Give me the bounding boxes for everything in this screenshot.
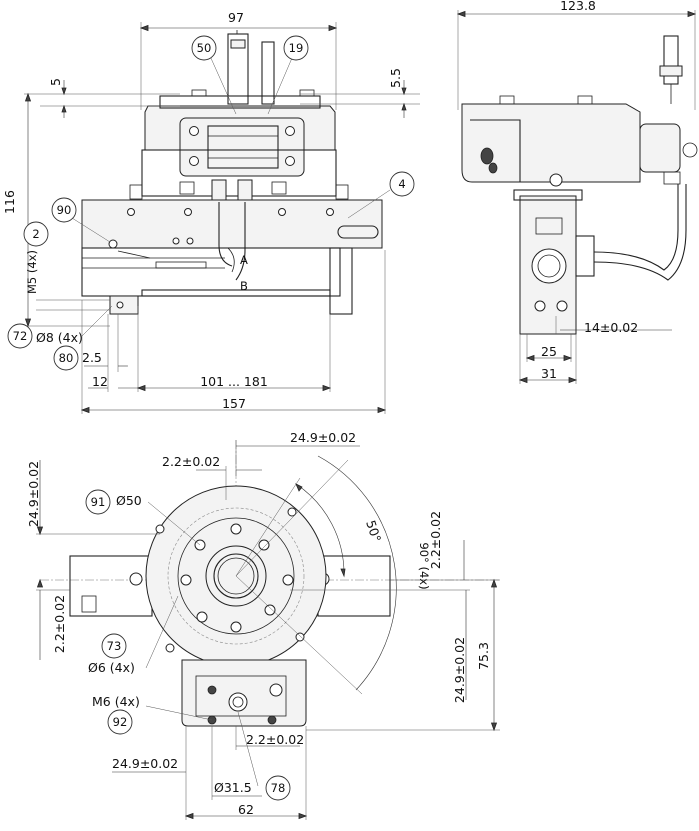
dim-75-3: 75.3: [476, 642, 491, 670]
callout-90: 90: [57, 203, 72, 217]
dim-97: 97: [228, 10, 244, 25]
dim-angle-90: 90° (4x): [417, 542, 431, 589]
dim-d6: Ø6 (4x): [88, 660, 135, 675]
dim-m5: M5 (4x): [25, 250, 39, 294]
dim-116: 116: [2, 190, 17, 214]
callout-19: 19: [289, 41, 304, 55]
dim-157: 157: [222, 396, 246, 411]
callout-78: 78: [271, 781, 286, 795]
dim-2-2-top: 2.2±0.02: [162, 454, 220, 469]
callout-50: 50: [197, 41, 212, 55]
front-view: [24, 22, 420, 414]
dim-31: 31: [541, 366, 557, 381]
callouts: 50 19 4 90 2 72 80 91 73 92 78: [7, 35, 415, 801]
dim-2-2-right: 2.2±0.02: [428, 511, 443, 569]
side-view: [456, 10, 698, 384]
label-a: A: [240, 253, 248, 267]
callout-72: 72: [13, 329, 28, 343]
callout-4: 4: [398, 177, 405, 191]
callout-80: 80: [59, 351, 74, 365]
label-b: B: [240, 279, 248, 293]
dim-m6: M6 (4x): [92, 694, 140, 709]
dim-d8: Ø8 (4x): [36, 330, 83, 345]
dim-24-9-right: 24.9±0.02: [452, 637, 467, 703]
callout-2: 2: [32, 227, 39, 241]
dim-14: 14±0.02: [584, 320, 638, 335]
dim-24-9-top: 24.9±0.02: [290, 430, 356, 445]
dim-25: 25: [541, 344, 557, 359]
callout-92: 92: [113, 715, 128, 729]
dim-24-9-left: 24.9±0.02: [26, 461, 41, 527]
callout-91: 91: [91, 495, 106, 509]
dim-stroke: 101 ... 181: [200, 374, 268, 389]
dim-24-9-bottom: 24.9±0.02: [112, 756, 178, 771]
bottom-view: [36, 440, 500, 820]
dim-d31-5: Ø31.5: [214, 780, 252, 795]
dim-12: 12: [92, 374, 108, 389]
dim-angle-50: 50°: [363, 518, 384, 544]
dim-5: 5: [48, 78, 63, 86]
dim-62: 62: [238, 802, 254, 817]
dim-d50: Ø50: [116, 493, 142, 508]
dimension-labels: 97 123.8 5 5.5 116 M5 (4x) Ø8 (4x) 2.5 1…: [2, 0, 638, 817]
dim-2-2-left: 2.2±0.02: [52, 595, 67, 653]
callout-73: 73: [107, 639, 122, 653]
dim-2-2-bottom: 2.2±0.02: [246, 732, 304, 747]
dim-5-5: 5.5: [388, 68, 403, 88]
dim-123-8: 123.8: [560, 0, 596, 13]
dim-2-5: 2.5: [82, 350, 102, 365]
